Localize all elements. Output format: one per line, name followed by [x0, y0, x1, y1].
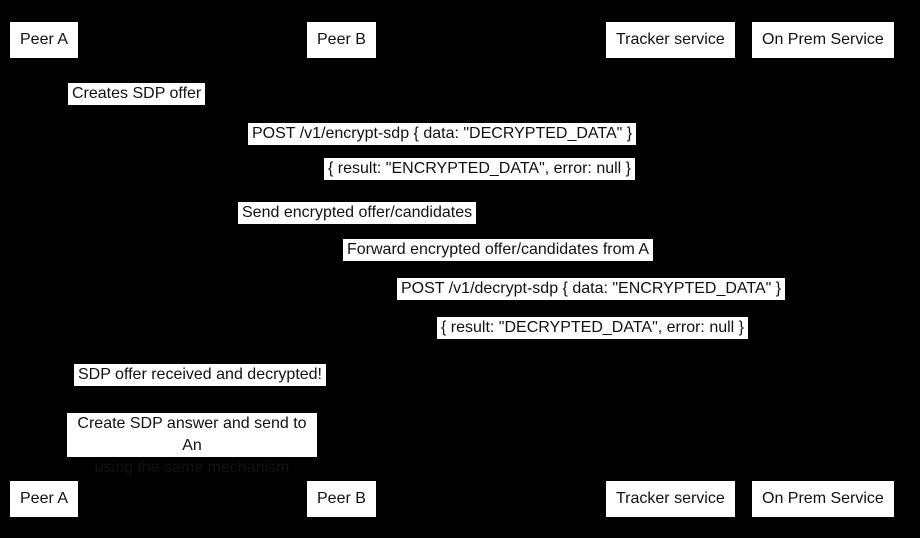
note-line-2: using the same mechanism — [94, 459, 290, 476]
actor-tracker-service-top: Tracker service — [606, 22, 735, 58]
note-line-1: Create SDP answer and send to An — [77, 415, 307, 454]
lifeline-on-prem-service — [820, 58, 821, 481]
actor-peer-b-top: Peer B — [307, 22, 376, 58]
actor-on-prem-service-bottom: On Prem Service — [752, 481, 894, 517]
message-creates-sdp-offer: Creates SDP offer — [68, 83, 206, 105]
message-forward-encrypted-offer: Forward encrypted offer/candidates from … — [343, 239, 654, 261]
actor-peer-a-bottom: Peer A — [10, 481, 79, 517]
actor-tracker-service-bottom: Tracker service — [606, 481, 735, 517]
message-post-encrypt-sdp: POST /v1/encrypt-sdp { data: "DECRYPTED_… — [248, 123, 637, 145]
lifeline-tracker-service — [668, 58, 669, 481]
message-post-decrypt-sdp: POST /v1/decrypt-sdp { data: "ENCRYPTED_… — [397, 278, 786, 300]
actor-peer-a-top: Peer A — [10, 22, 79, 58]
actor-on-prem-service-top: On Prem Service — [752, 22, 894, 58]
message-sdp-offer-received: SDP offer received and decrypted! — [74, 364, 326, 386]
actor-peer-b-bottom: Peer B — [307, 481, 376, 517]
note-create-sdp-answer: Create SDP answer and send to An using t… — [67, 413, 317, 476]
message-encrypt-result: { result: "ENCRYPTED_DATA", error: null … — [324, 158, 636, 180]
lifeline-peer-a — [43, 58, 44, 481]
message-send-encrypted-offer: Send encrypted offer/candidates — [238, 202, 477, 224]
lifeline-peer-b — [340, 58, 341, 481]
message-decrypt-result: { result: "DECRYPTED_DATA", error: null … — [437, 317, 749, 339]
